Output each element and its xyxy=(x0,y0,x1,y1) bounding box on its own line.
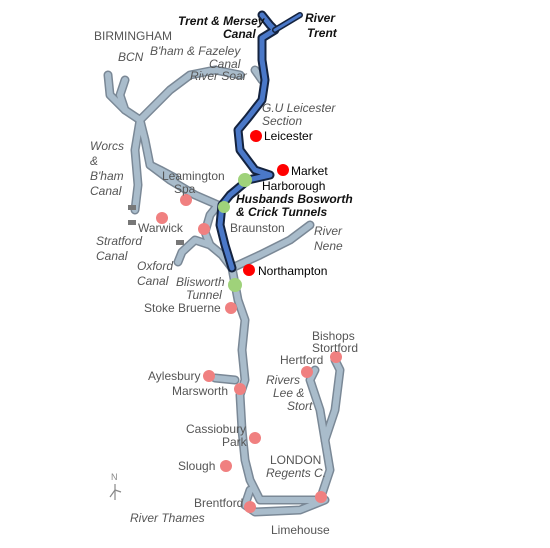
map-labels: Trent & Mersey Canal River Trent BIRMING… xyxy=(90,11,358,537)
crick-tunnel-marker xyxy=(218,201,230,213)
market-harborough-label-2: Harborough xyxy=(262,179,325,193)
stratford-label-2: Canal xyxy=(96,249,128,263)
bishops-stortford-dot xyxy=(330,351,342,363)
slough-dot xyxy=(220,460,232,472)
lock-markers xyxy=(128,205,184,245)
tunnels-label-2: & Crick Tunnels xyxy=(236,205,327,219)
marsworth-label: Marsworth xyxy=(172,384,228,398)
gu-leicester-label: G.U Leicester xyxy=(262,101,336,115)
worcs-label-4: Canal xyxy=(90,184,122,198)
north-arrow-label: N xyxy=(111,472,118,482)
leicester-dot xyxy=(250,130,262,142)
worcs-label-3: B'ham xyxy=(90,169,124,183)
bcn-label: BCN xyxy=(118,50,144,64)
tunnels-label: Husbands Bosworth xyxy=(236,192,353,206)
gu-leicester-label-2: Section xyxy=(262,114,302,128)
cassiobury-label-2: Park xyxy=(222,435,248,449)
blisworth-tunnel-marker xyxy=(228,278,242,292)
stratford-label: Stratford xyxy=(96,234,142,248)
bham-fazeley-label: B'ham & Fazeley xyxy=(150,44,241,58)
trent-mersey-label: Trent & Mersey xyxy=(178,14,266,28)
husbands-bosworth-tunnel-marker xyxy=(238,173,252,187)
northampton-dot xyxy=(243,264,255,276)
aylesbury-dot xyxy=(203,370,215,382)
northampton-label: Northampton xyxy=(258,264,327,278)
river-trent-label-2: Trent xyxy=(307,26,338,40)
birmingham-label: BIRMINGHAM xyxy=(94,29,172,43)
north-arrow: N xyxy=(109,472,122,500)
london-label: LONDON xyxy=(270,453,321,467)
river-nene-label: River xyxy=(314,224,343,238)
oxford-canal-label-2: Canal xyxy=(137,274,169,288)
worcs-label-2: & xyxy=(90,154,98,168)
cassiobury-dot xyxy=(249,432,261,444)
worcs-label: Worcs xyxy=(90,139,124,153)
trent-mersey-label-2: Canal xyxy=(223,27,256,41)
london-label-2: Regents C. xyxy=(266,466,326,480)
tunnel-markers xyxy=(218,173,252,292)
london-dot xyxy=(315,491,327,503)
blisworth-label-2: Tunnel xyxy=(186,288,222,302)
leamington-dot xyxy=(180,194,192,206)
bishops-stortford-label: Bishops xyxy=(312,329,355,343)
hertford-label: Hertford xyxy=(280,353,323,367)
place-dots xyxy=(156,130,342,513)
river-thames-label: River Thames xyxy=(130,511,205,525)
warwick-dot xyxy=(156,212,168,224)
blisworth-label: Blisworth xyxy=(176,275,225,289)
marsworth-dot xyxy=(234,383,246,395)
braunston-dot xyxy=(198,223,210,235)
stoke-bruerne-dot xyxy=(225,302,237,314)
oxford-canal-label: Oxford xyxy=(137,259,173,273)
hertford-dot xyxy=(301,366,313,378)
river-soar-label: River Soar xyxy=(190,69,248,83)
rivers-lee-label-2: Lee & xyxy=(273,386,304,400)
rivers-lee-label: Rivers xyxy=(266,373,300,387)
cassiobury-label: Cassiobury xyxy=(186,422,246,436)
river-trent-label: River xyxy=(305,11,336,25)
bishops-stortford-label-2: Stortford xyxy=(312,341,358,355)
braunston-label: Braunston xyxy=(230,221,285,235)
river-nene-label-2: Nene xyxy=(314,239,343,253)
bham-fazeley-label-2: Canal xyxy=(209,57,241,71)
warwick-label: Warwick xyxy=(138,221,184,235)
market-harborough-dot xyxy=(277,164,289,176)
leicester-label: Leicester xyxy=(264,129,313,143)
aylesbury-label: Aylesbury xyxy=(148,369,200,383)
brentford-label: Brentford xyxy=(194,496,243,510)
leamington-label: Leamington xyxy=(162,169,225,183)
brentford-dot xyxy=(244,501,256,513)
slough-label: Slough xyxy=(178,459,215,473)
leamington-label-2: Spa xyxy=(174,182,196,196)
rivers-lee-label-3: Stort xyxy=(287,399,313,413)
market-harborough-label: Market xyxy=(291,164,328,178)
limehouse-label: Limehouse xyxy=(271,523,330,537)
stoke-bruerne-label: Stoke Bruerne xyxy=(144,301,221,315)
